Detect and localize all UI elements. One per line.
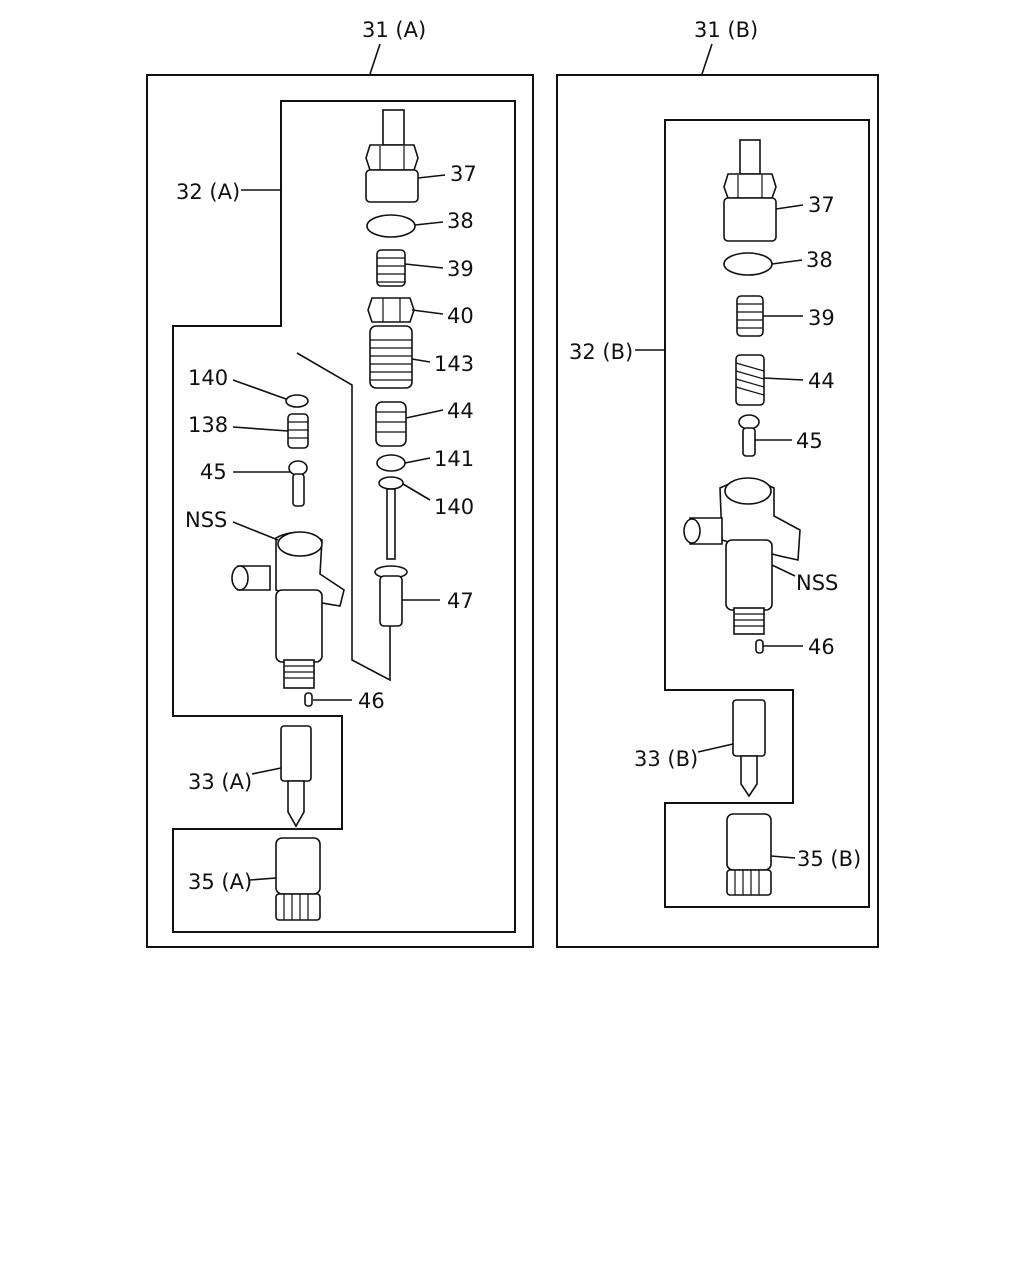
valve-45-b bbox=[738, 414, 760, 457]
nozzle-33-b bbox=[732, 699, 766, 798]
callout-47-a: 47 bbox=[447, 589, 474, 613]
callout-37-a: 37 bbox=[450, 162, 477, 186]
callout-nss-b: NSS bbox=[796, 571, 838, 595]
injector-body-b bbox=[683, 477, 801, 635]
nozzle-33-a bbox=[280, 725, 312, 828]
callout-140b-a: 140 bbox=[188, 366, 228, 390]
o-ring-38-b bbox=[723, 252, 773, 276]
callout-39-a: 39 bbox=[447, 257, 474, 281]
callout-46-a: 46 bbox=[358, 689, 385, 713]
spring-39-a bbox=[376, 249, 406, 287]
callout-44-a: 44 bbox=[447, 399, 474, 423]
callout-46-b: 46 bbox=[808, 635, 835, 659]
assembly-a-label: 31 (A) bbox=[362, 18, 426, 42]
pin-46-b bbox=[755, 639, 764, 654]
group-32a-frame bbox=[172, 100, 516, 933]
callout-nss-a: NSS bbox=[185, 508, 227, 532]
assembly-b-frame bbox=[556, 74, 879, 948]
callout-138-a: 138 bbox=[188, 413, 228, 437]
nut-35a-label: 35 (A) bbox=[188, 870, 252, 894]
callout-143-a: 143 bbox=[434, 352, 474, 376]
bracket-line-a bbox=[296, 352, 391, 682]
callout-39-b: 39 bbox=[808, 306, 835, 330]
o-ring-38-a bbox=[366, 214, 416, 238]
callout-45-b: 45 bbox=[796, 429, 823, 453]
assembly-a-leader bbox=[369, 43, 381, 75]
nut-35-b bbox=[726, 813, 772, 896]
nut-35b-label: 35 (B) bbox=[797, 847, 861, 871]
nut-35a-leader bbox=[249, 877, 277, 881]
fitting-37-a bbox=[365, 109, 419, 203]
spring-39-b bbox=[736, 295, 764, 337]
callout-44-b: 44 bbox=[808, 369, 835, 393]
nut-40-a bbox=[367, 297, 415, 323]
spring-44-b bbox=[735, 354, 765, 406]
nozzle-33b-label: 33 (B) bbox=[634, 747, 698, 771]
assembly-b-leader bbox=[701, 43, 713, 75]
assembly-b-label: 31 (B) bbox=[694, 18, 758, 42]
group-32a-label: 32 (A) bbox=[176, 180, 240, 204]
pin-46-a bbox=[304, 692, 313, 707]
nut-35b-leader bbox=[770, 855, 796, 859]
nozzle-33b-leader bbox=[697, 743, 734, 753]
fitting-37-b bbox=[723, 139, 777, 242]
assembly-b: 31 (B) 32 (B) bbox=[556, 18, 879, 948]
callout-37-b: 37 bbox=[808, 193, 835, 217]
sleeve-47-a bbox=[374, 565, 408, 627]
nozzle-33a-leader bbox=[251, 767, 282, 775]
valve-45-a bbox=[288, 460, 308, 507]
group-32b-frame bbox=[664, 119, 870, 908]
callout-45-a: 45 bbox=[200, 460, 227, 484]
washer-140b-a bbox=[285, 394, 309, 408]
injector-body-a bbox=[231, 531, 345, 689]
holder-143-a bbox=[369, 325, 413, 389]
callout-38-b: 38 bbox=[806, 248, 833, 272]
callout-141-a: 141 bbox=[434, 447, 474, 471]
group-32b-label: 32 (B) bbox=[569, 340, 633, 364]
assembly-a-frame bbox=[146, 74, 534, 948]
nozzle-33a-label: 33 (A) bbox=[188, 770, 252, 794]
callout-140-a: 140 bbox=[434, 495, 474, 519]
washer-140-a bbox=[378, 476, 404, 490]
nut-35-a bbox=[275, 837, 321, 921]
callout-38-a: 38 bbox=[447, 209, 474, 233]
spring-44-a bbox=[375, 401, 407, 447]
assembly-a: 31 (A) 32 (A) bbox=[146, 18, 534, 948]
rod-a bbox=[386, 488, 396, 560]
spring-138-a bbox=[287, 413, 309, 449]
callout-40-a: 40 bbox=[447, 304, 474, 328]
washer-141-a bbox=[376, 454, 406, 472]
